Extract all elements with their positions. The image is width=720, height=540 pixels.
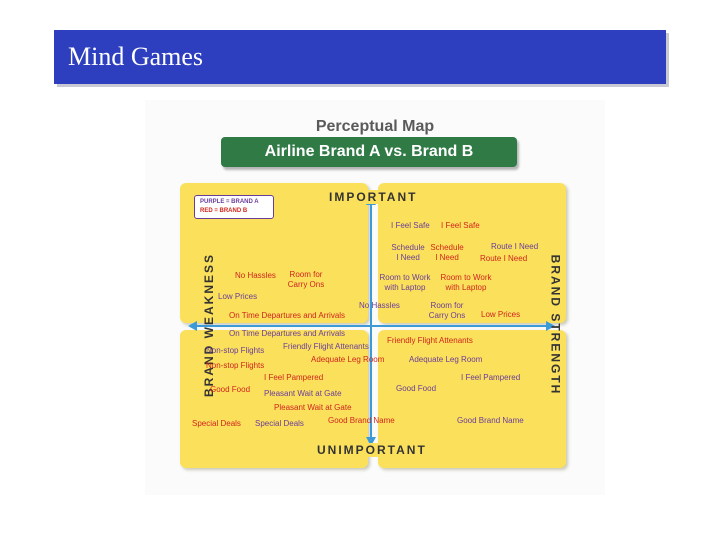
map-item: Low Prices (218, 292, 258, 301)
map-item: I Feel Safe (441, 221, 480, 230)
map-item: Room for Carry Ons (428, 301, 466, 320)
map-item: Non-stop Flights (206, 361, 265, 370)
arrow-down-icon (366, 437, 376, 446)
legend-brand-a: PURPLE = BRAND A (200, 199, 259, 205)
slide-title: Mind Games (68, 42, 204, 71)
map-item: No Hassles (235, 271, 276, 280)
map-item: I Feel Safe (391, 221, 430, 230)
map-item: Route I Need (491, 242, 539, 251)
slide-header: Mind Games (54, 30, 666, 84)
map-subtitle-bar: Airline Brand A vs. Brand B (221, 137, 517, 167)
map-item: Good Food (396, 384, 437, 393)
legend: PURPLE = BRAND A RED = BRAND B (194, 195, 274, 219)
map-item: On Time Departures and Arrivals (229, 311, 346, 320)
map-item: Non-stop Flights (206, 346, 265, 355)
map-item: Pleasant Wait at Gate (264, 389, 342, 398)
map-item: No Hassles (359, 301, 400, 310)
legend-brand-b: RED = BRAND B (200, 208, 248, 214)
map-item: Room to Work with Laptop (440, 273, 492, 292)
map-item: Adequate Leg Room (311, 355, 385, 364)
map-item: On Time Departures and Arrivals (229, 329, 346, 338)
map-item: Room to Work with Laptop (379, 273, 431, 292)
axis-label-important: IMPORTANT (327, 190, 420, 204)
map-item: I Feel Pampered (461, 373, 521, 382)
map-item: Special Deals (192, 419, 241, 428)
map-item: Adequate Leg Room (409, 355, 483, 364)
map-item: Schedule I Need (391, 243, 425, 262)
map-subtitle: Airline Brand A vs. Brand B (264, 143, 474, 160)
map-item: Special Deals (255, 419, 304, 428)
arrow-left-icon (188, 321, 197, 331)
map-item: Pleasant Wait at Gate (274, 403, 352, 412)
axis-label-brand-strength: BRAND STRENGTH (548, 254, 563, 396)
map-item: Route I Need (480, 254, 528, 263)
map-item: Friendly Flight Attenants (283, 342, 369, 351)
map-item: Good Brand Name (328, 416, 395, 425)
map-item: Friendly Flight Attenants (387, 336, 473, 345)
vertical-axis (370, 202, 372, 440)
map-item: I Feel Pampered (264, 373, 324, 382)
map-item: Good Brand Name (457, 416, 524, 425)
axis-label-brand-weakness: BRAND WEAKNESS (202, 252, 217, 398)
perceptual-map-figure: Perceptual Map Airline Brand A vs. Brand… (145, 100, 605, 495)
axis-label-unimportant: UNIMPORTANT (315, 443, 429, 457)
map-title: Perceptual Map (315, 118, 435, 135)
quadrant-top-right (378, 183, 566, 323)
horizontal-axis (195, 325, 547, 327)
map-item: Schedule I Need (430, 243, 464, 262)
map-item: Good Food (210, 385, 251, 394)
arrow-right-icon (546, 321, 555, 331)
map-item: Room for Carry Ons (287, 270, 325, 289)
map-item: Low Prices (481, 310, 521, 319)
